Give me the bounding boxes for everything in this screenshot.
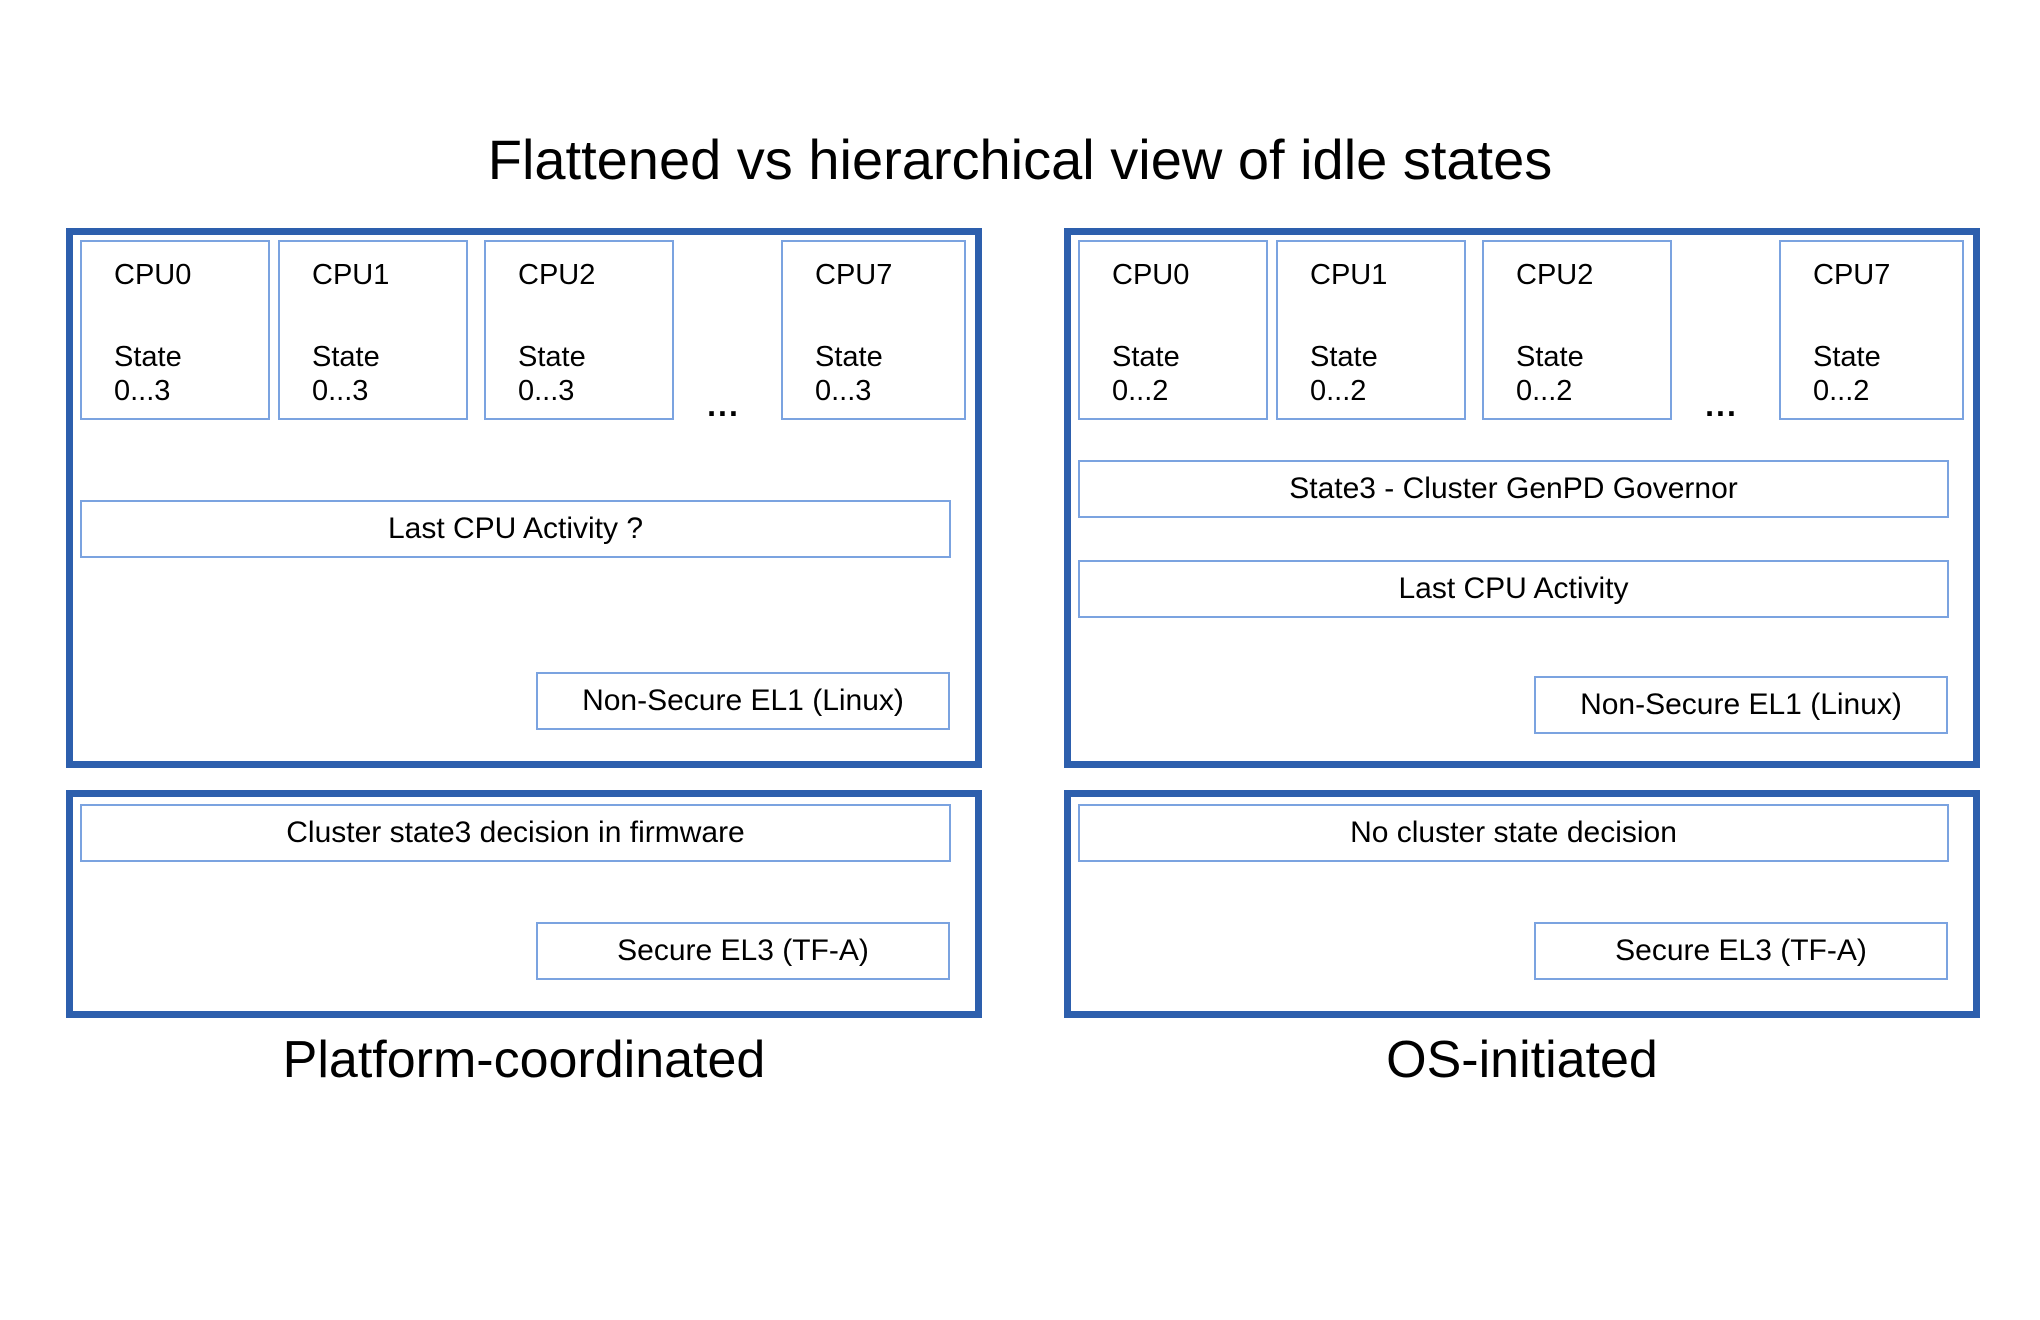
cpu-state: State 0...3 (518, 340, 672, 408)
cpu-state: State 0...3 (114, 340, 268, 408)
cluster-decision-box: Cluster state3 decision in firmware (80, 804, 951, 862)
cpu-state-label: State (1813, 341, 1881, 373)
cpu-state: State 0...2 (1813, 340, 1962, 408)
secure-el3-box: Secure EL3 (TF-A) (536, 922, 950, 980)
cpu-state-label: State (518, 341, 586, 373)
cpu2-box: CPU2 State 0...3 (484, 240, 674, 420)
cpu-state: State 0...3 (815, 340, 964, 408)
cpu-name: CPU7 (1813, 259, 1891, 291)
os-initiated-kernel-panel: CPU0 State 0...2 CPU1 State 0...2 CPU2 S… (1064, 228, 1980, 768)
cpu-name: CPU1 (1310, 259, 1388, 291)
cpu0-box: CPU0 State 0...3 (80, 240, 270, 420)
cpu-state-label: State (312, 341, 380, 373)
caption-os-initiated: OS-initiated (1386, 1031, 1658, 1089)
cpu-state: State 0...2 (1516, 340, 1670, 408)
cpu7-box: CPU7 State 0...3 (781, 240, 966, 420)
last-cpu-activity-box: Last CPU Activity (1078, 560, 1949, 618)
cpu-ellipsis: ... (1705, 387, 1738, 423)
cpu-state: State 0...2 (1310, 340, 1464, 408)
cpu-name: CPU2 (518, 259, 596, 291)
cpu-name: CPU2 (1516, 259, 1594, 291)
non-secure-el1-box: Non-Secure EL1 (Linux) (1534, 676, 1948, 734)
cpu-state-label: State (114, 341, 182, 373)
slide-title: Flattened vs hierarchical view of idle s… (487, 128, 1553, 191)
cpu-state-label: State (815, 341, 883, 373)
cpu-state-range: 0...2 (1310, 375, 1367, 407)
cpu2-box: CPU2 State 0...2 (1482, 240, 1672, 420)
cpu-name: CPU7 (815, 259, 893, 291)
non-secure-el1-box: Non-Secure EL1 (Linux) (536, 672, 950, 730)
cpu1-box: CPU1 State 0...3 (278, 240, 468, 420)
cpu-ellipsis: ... (707, 387, 740, 423)
cpu7-box: CPU7 State 0...2 (1779, 240, 1964, 420)
cpu0-box: CPU0 State 0...2 (1078, 240, 1268, 420)
os-initiated-firmware-panel: No cluster state decision Secure EL3 (TF… (1064, 790, 1980, 1018)
cpu-state-range: 0...3 (518, 375, 575, 407)
cpu-state-label: State (1112, 341, 1180, 373)
cpu-state: State 0...2 (1112, 340, 1266, 408)
genpd-governor-box: State3 - Cluster GenPD Governor (1078, 460, 1949, 518)
cpu-name: CPU0 (1112, 259, 1190, 291)
cpu-state-range: 0...2 (1112, 375, 1169, 407)
cpu-state-range: 0...2 (1516, 375, 1573, 407)
cpu-name: CPU1 (312, 259, 390, 291)
platform-coordinated-kernel-panel: CPU0 State 0...3 CPU1 State 0...3 CPU2 S… (66, 228, 982, 768)
platform-coordinated-firmware-panel: Cluster state3 decision in firmware Secu… (66, 790, 982, 1018)
cpu-state-range: 0...2 (1813, 375, 1870, 407)
cpu-state-range: 0...3 (114, 375, 171, 407)
cpu-name: CPU0 (114, 259, 192, 291)
cpu1-box: CPU1 State 0...2 (1276, 240, 1466, 420)
cpu-state-label: State (1516, 341, 1584, 373)
cpu-state-label: State (1310, 341, 1378, 373)
last-cpu-activity-box: Last CPU Activity ? (80, 500, 951, 558)
cluster-decision-box: No cluster state decision (1078, 804, 1949, 862)
caption-platform-coordinated: Platform-coordinated (282, 1031, 766, 1089)
secure-el3-box: Secure EL3 (TF-A) (1534, 922, 1948, 980)
cpu-state-range: 0...3 (815, 375, 872, 407)
cpu-state: State 0...3 (312, 340, 466, 408)
cpu-state-range: 0...3 (312, 375, 369, 407)
